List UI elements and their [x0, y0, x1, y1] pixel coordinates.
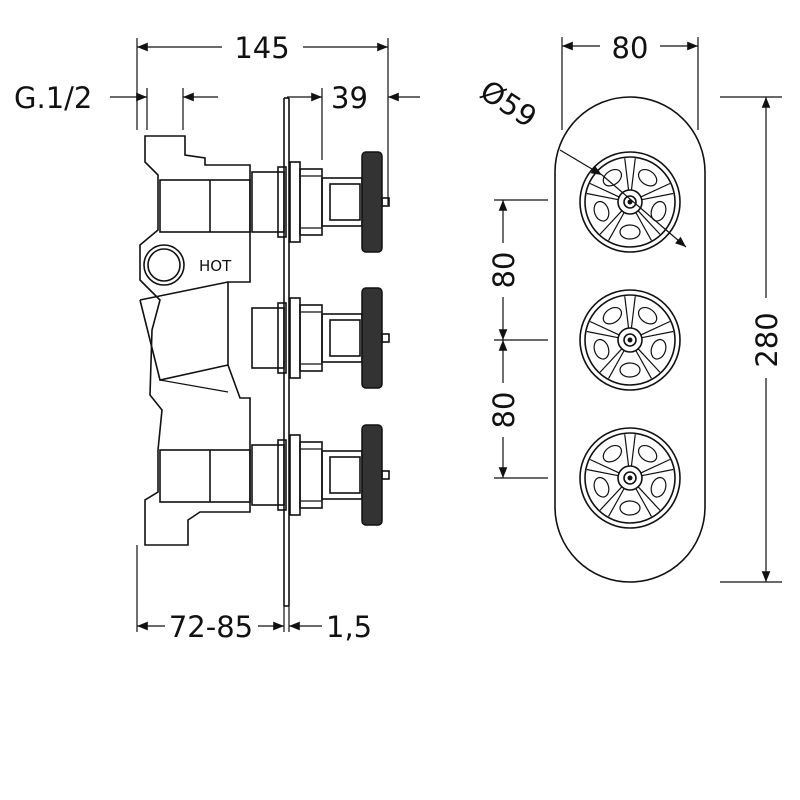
- valve-taper: [139, 281, 229, 381]
- knurled-handle: [361, 287, 383, 389]
- dim-handle-diameter: Ø59: [474, 73, 543, 134]
- dim-faceplate-width: 80: [612, 31, 649, 65]
- spindle-assembly: [251, 287, 390, 389]
- dim-inlet-thread: G.1/2: [14, 81, 92, 115]
- front-view: [554, 96, 706, 583]
- hot-inlet: [143, 244, 185, 286]
- side-dimensions: 145 G.1/2 39 72-85 1,5: [14, 31, 420, 644]
- spindle-assembly: [251, 424, 390, 526]
- dim-handle-projection: 39: [331, 81, 368, 115]
- front-dimensions: 80 280 80 80 Ø59: [474, 31, 784, 583]
- valve-body-outline: [139, 135, 251, 546]
- handle-wheel: [579, 289, 681, 391]
- dim-spacing-bottom: 80: [487, 392, 521, 429]
- dim-faceplate-height: 280: [750, 312, 784, 367]
- handle-wheel: [579, 427, 681, 529]
- spindle-assembly: [251, 151, 390, 253]
- upper-housing: [159, 179, 251, 233]
- dim-plate-thickness: 1,5: [326, 610, 372, 644]
- dim-wall-depth-range: 72-85: [169, 610, 253, 644]
- knurled-handle: [361, 151, 383, 253]
- knurled-handle: [361, 424, 383, 526]
- valve-taper-shade: [159, 379, 229, 393]
- dim-overall-depth: 145: [234, 31, 289, 65]
- side-view: HOT: [139, 97, 390, 607]
- handle-wheels: [579, 151, 681, 529]
- spindle-assemblies: [251, 151, 390, 526]
- handle-wheel: [579, 151, 681, 253]
- hot-inlet-label: HOT: [199, 257, 232, 275]
- dim-spacing-top: 80: [487, 252, 521, 289]
- faceplate-outline: [554, 96, 706, 583]
- lower-housing: [159, 449, 251, 503]
